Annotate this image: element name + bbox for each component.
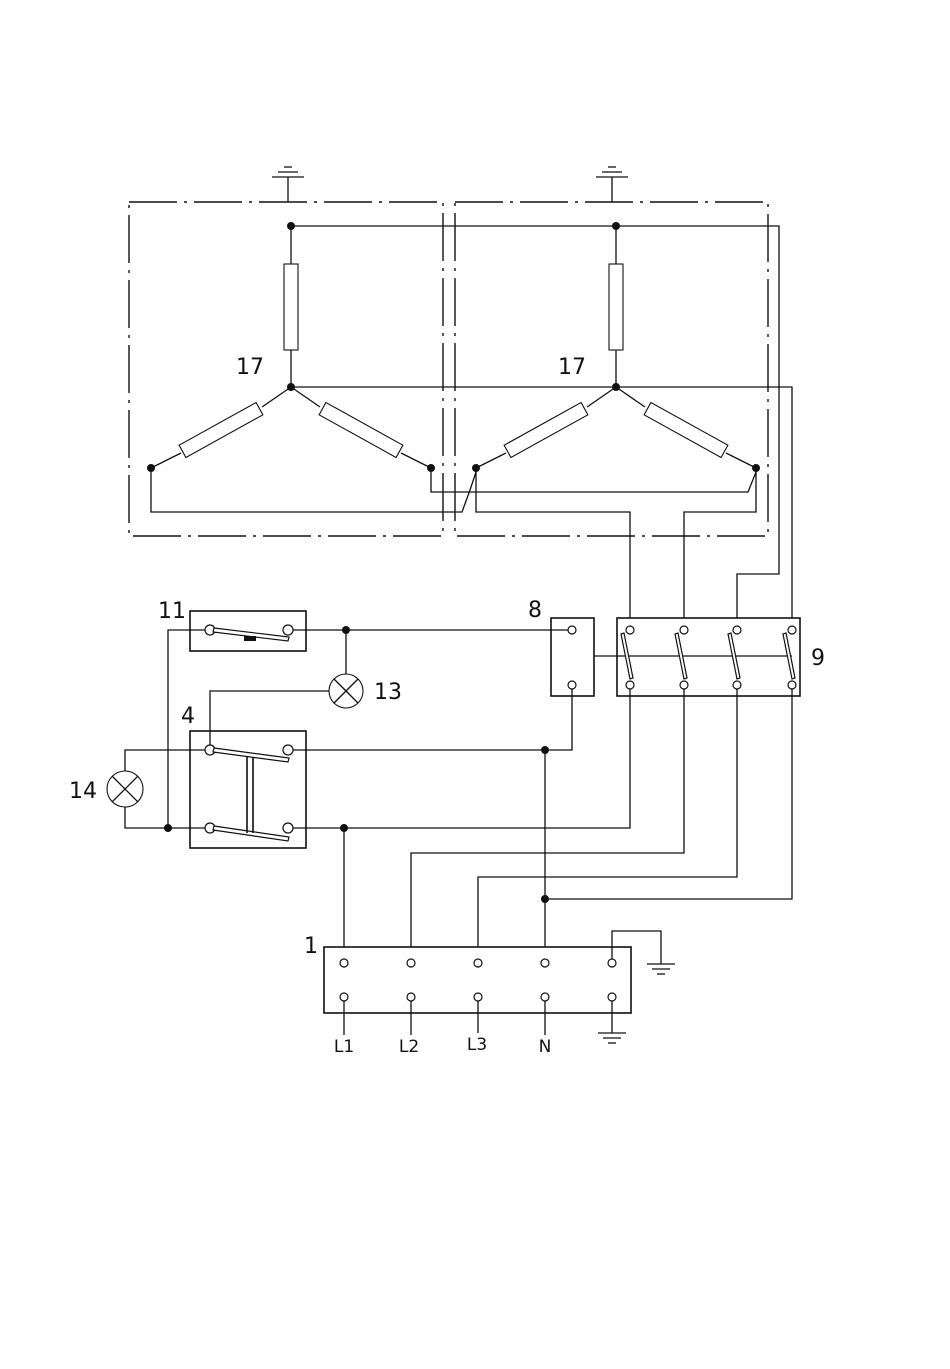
- switch-4-label: 4: [181, 704, 195, 729]
- terminal-label-l1: L1: [334, 1037, 354, 1057]
- lamp-13: [329, 674, 363, 708]
- terminal-label-l3: L3: [467, 1035, 487, 1055]
- terminal-label-n: N: [539, 1037, 552, 1057]
- heating-element: [609, 264, 623, 350]
- heater-enclosure-left: [129, 202, 443, 536]
- heater-left-label: 17: [236, 355, 264, 380]
- main-switch-4: [190, 731, 306, 848]
- limiter-8-label: 8: [528, 598, 542, 623]
- heater-right-label: 17: [558, 355, 586, 380]
- contactor-9-label: 9: [811, 646, 825, 671]
- heating-element: [644, 403, 728, 458]
- ground-symbol-right: [596, 167, 628, 202]
- heater-right-star: [472, 222, 760, 472]
- heating-element: [179, 403, 263, 458]
- heater-left-star: [147, 222, 435, 472]
- contactor-9: [594, 618, 800, 696]
- terminal-block-label: 1: [304, 934, 318, 959]
- thermostat-label: 11: [158, 599, 186, 624]
- thermostat: [190, 611, 306, 651]
- lamp-13-label: 13: [374, 680, 402, 705]
- heating-element: [319, 403, 403, 458]
- heater-enclosure-right: [455, 202, 768, 536]
- ground-symbol-left: [272, 167, 304, 202]
- heating-element: [504, 403, 588, 458]
- lamp-14: [107, 771, 143, 807]
- terminal-block-1: [324, 947, 631, 1035]
- ground-symbol-terminal-bottom: [598, 1033, 626, 1043]
- terminal-label-l2: L2: [399, 1037, 419, 1057]
- heating-element: [284, 264, 298, 350]
- lamp-14-label: 14: [69, 779, 97, 804]
